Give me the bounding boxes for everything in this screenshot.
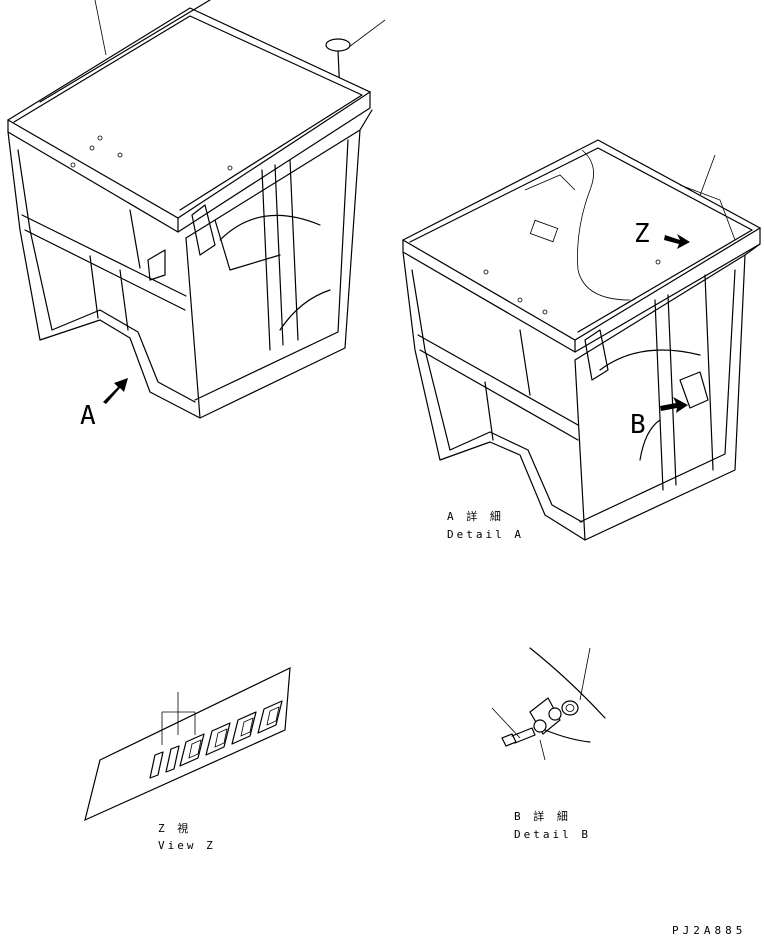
view-a-arrow: A (80, 378, 128, 431)
detail-b-caption-en: Detail B (514, 828, 591, 841)
detail-a-caption-jp: A 詳 細 (447, 509, 504, 523)
cab-main-view: A (6, 0, 386, 431)
decal-lettering (149, 700, 283, 779)
detail-b-caption-jp: B 詳 細 (514, 809, 571, 823)
view-z-decal: Z 視 View Z (84, 667, 291, 852)
detail-b-bolt: B 詳 細 Detail B (491, 647, 606, 841)
drawing-code: PJ2A885 (672, 924, 746, 936)
view-b-label: B (630, 410, 646, 440)
view-z-caption-jp: Z 視 (158, 821, 191, 835)
view-a-label: A (80, 401, 96, 431)
view-z-caption-en: View Z (158, 839, 216, 852)
view-z-label: Z (634, 219, 650, 249)
detail-a-caption-en: Detail A (447, 528, 524, 541)
view-z-arrow: Z (634, 219, 690, 249)
view-b-arrow: B (630, 397, 688, 440)
cab-detail-a: Z B A 詳 細 Detail A (401, 139, 762, 541)
